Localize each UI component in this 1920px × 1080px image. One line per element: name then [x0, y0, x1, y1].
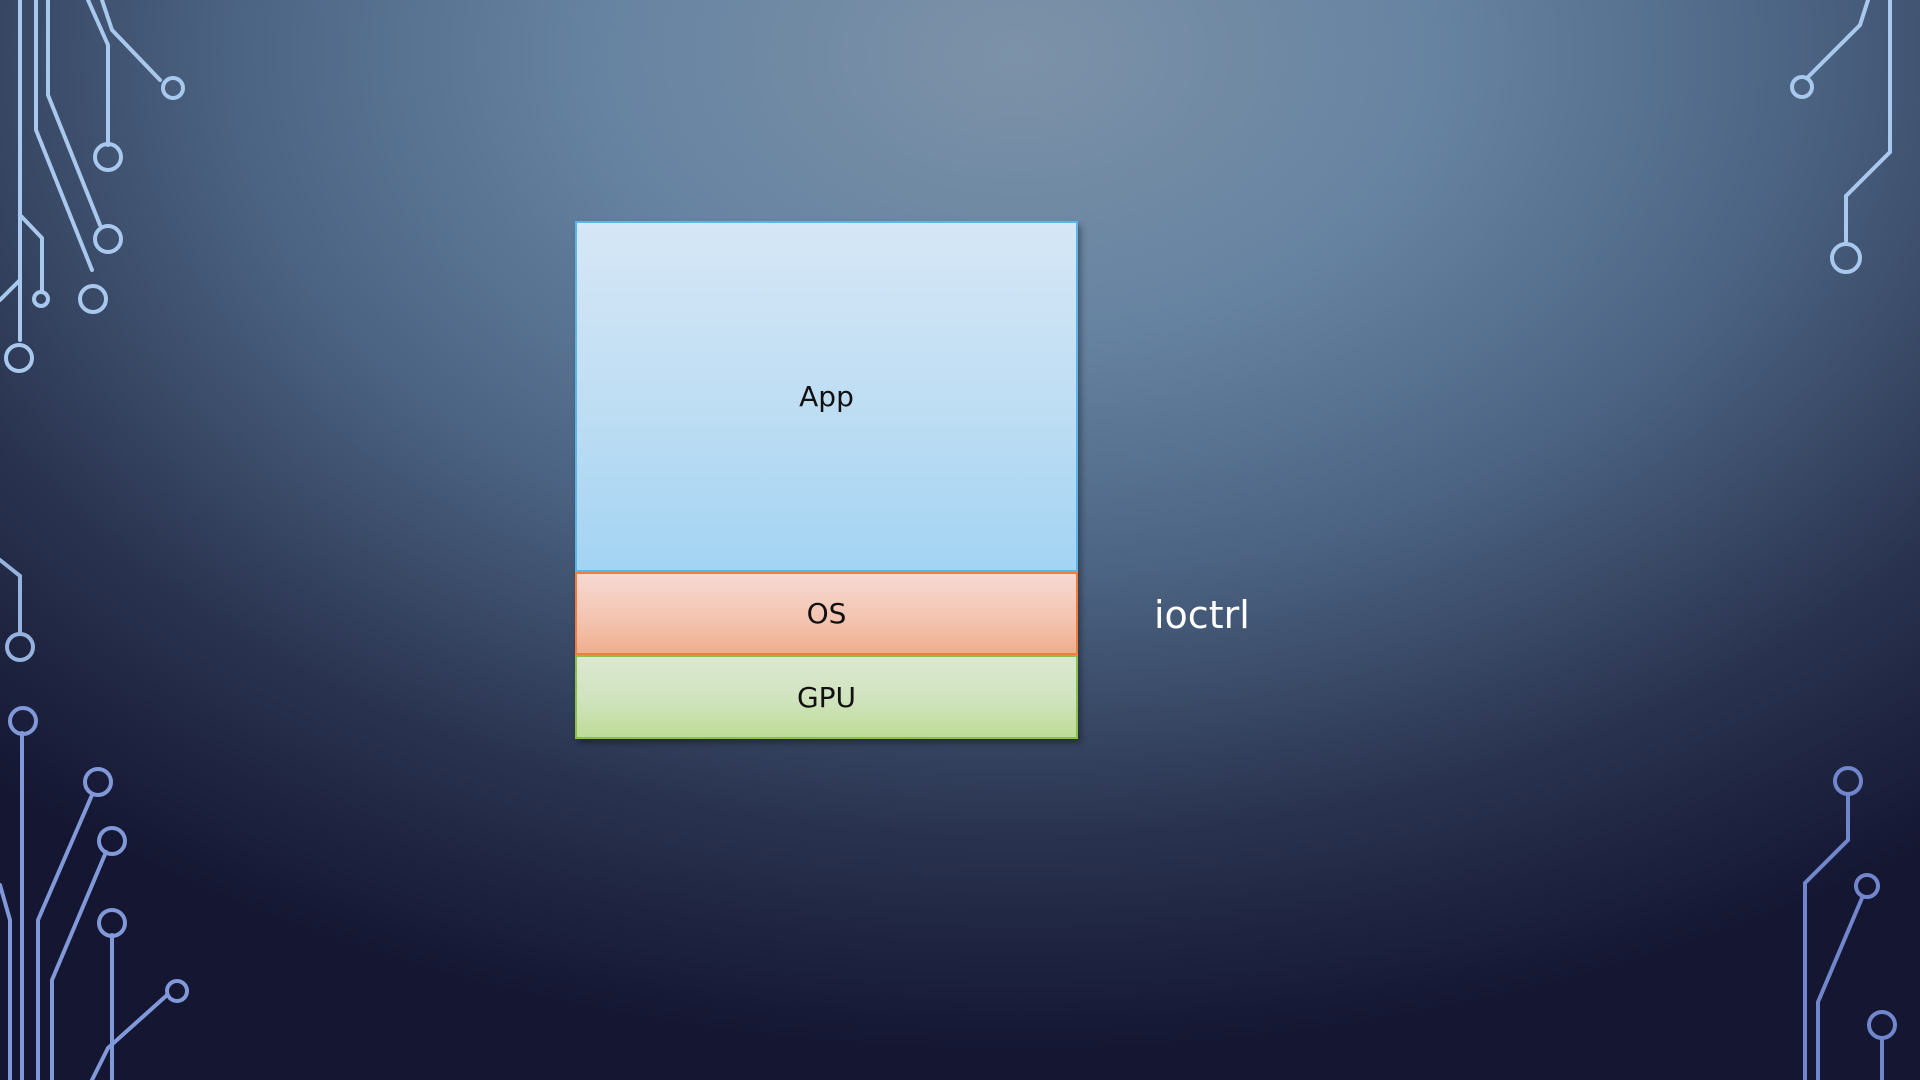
circuit-decoration-bottom-left: [0, 706, 189, 1080]
circuit-decoration-bottom-right: [1803, 766, 1897, 1080]
circuit-decoration-top-left: [0, 0, 185, 373]
layer-stack-diagram: App OS GPU: [575, 221, 1078, 739]
gpu-layer: GPU: [575, 655, 1078, 739]
os-layer-label: OS: [806, 597, 847, 630]
circuit-decoration-top-right: [1790, 0, 1892, 274]
ioctrl-label: ioctrl: [1154, 593, 1250, 637]
circuit-decoration-left-middle: [0, 558, 35, 662]
app-layer: App: [575, 221, 1078, 572]
gpu-layer-label: GPU: [796, 680, 857, 714]
app-layer-label: App: [799, 380, 854, 413]
os-layer: OS: [575, 572, 1078, 655]
